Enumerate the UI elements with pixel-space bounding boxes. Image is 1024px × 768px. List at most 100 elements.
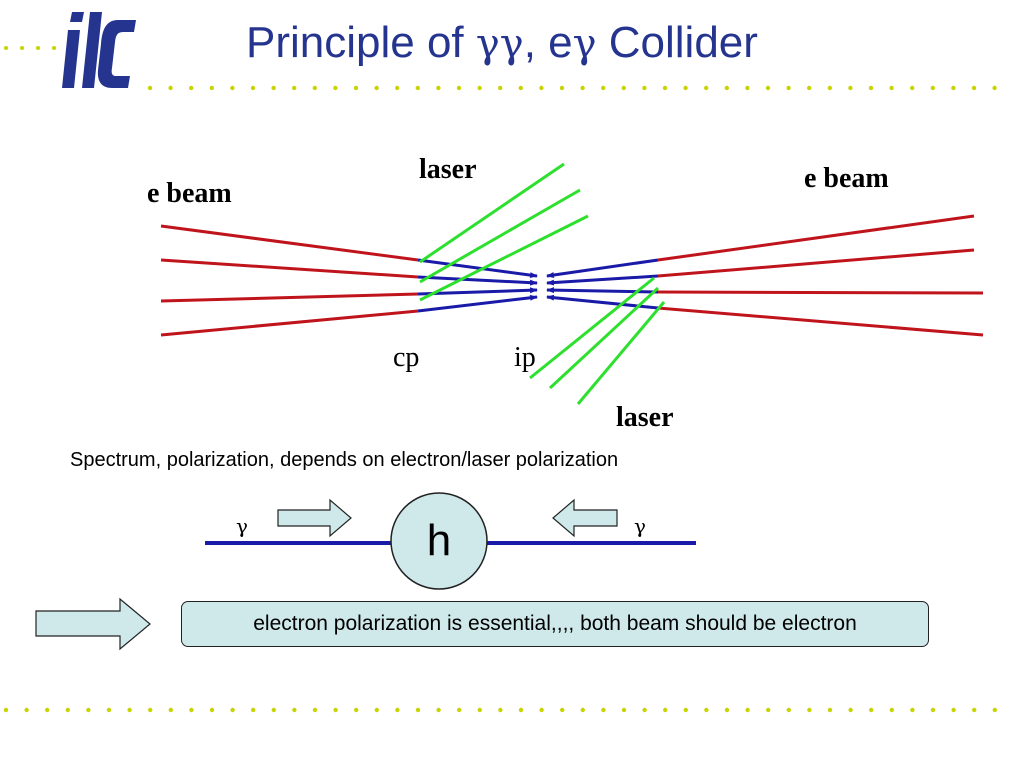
header-dot [374,85,379,91]
header-dot [827,85,832,91]
higgs-circle [390,492,488,590]
e-beam-right-label: e beam [804,163,889,194]
callout-arrow-icon [35,597,151,651]
footer-dot [539,707,544,713]
gamma-left-label: γ [236,514,248,538]
footer-dot [642,707,647,713]
footer-dot [560,707,565,713]
spectrum-note: Spectrum, polarization, depends on elect… [70,449,619,471]
footer-dot [415,707,421,713]
footer-dot [724,707,730,713]
photon-arrow-left-icon [552,498,618,538]
header-dot [147,85,153,91]
header-dot [601,85,606,91]
title-prefix: Principle of [246,18,476,67]
header-dot [580,85,585,91]
footer-dot [333,707,338,713]
footer-dot [106,707,112,713]
header-dot [312,85,317,91]
header-dot [662,85,668,91]
header-dot [250,85,256,91]
page-title: Principle of γγ, eγ Collider [246,18,758,68]
gamma-right-label: γ [634,514,646,538]
footer-dot [786,707,791,713]
footer-dot [683,707,688,713]
header-dot [889,85,894,91]
top-dotted-line [4,46,56,50]
header-dot [930,85,935,91]
header-dot [477,85,482,91]
header-dot [518,85,523,91]
title-gamma-gamma: γγ [475,21,524,67]
header-dot [848,85,853,91]
header-dot [209,85,214,91]
header-dot [292,85,297,91]
header-dot [456,85,462,91]
footer-dot [972,707,977,713]
header-dot [642,85,647,91]
footer-dot [395,707,400,713]
footer-dot [518,707,524,713]
footer-dot [127,707,132,713]
footer-dot [189,707,194,713]
header-dot [353,85,359,91]
title-suffix: Collider [596,18,758,67]
header-dot [621,85,626,91]
photon-beams [417,258,659,313]
footer-dot [312,707,318,713]
footer-dot [910,707,915,713]
header-dot [168,85,173,91]
footer-dot [168,707,173,713]
footer-dot [3,707,9,713]
higgs-label: h [426,516,452,565]
electron-beams [160,214,984,337]
footer-dot [457,707,462,713]
laser-top-label: laser [419,154,477,185]
footer-dot [148,707,153,713]
ilc-logo [62,12,136,88]
header-dot [559,85,565,91]
footer-dot [601,707,606,713]
laser-beams-top [419,162,589,302]
footer-dot [498,707,503,713]
header-dot [868,85,874,91]
header-dot [498,85,503,91]
footer-dot [292,707,297,713]
title-sep: , e [523,18,573,67]
header-dot [807,85,812,91]
footer-dot [807,707,812,713]
laser-beams-bottom [529,276,666,405]
footer-dot [745,707,750,713]
footer-dot [251,707,256,713]
header-dot [992,85,997,91]
header-dot [333,85,338,91]
photon-arrow-right-icon [277,498,352,538]
callout-message: electron polarization is essential,,,, b… [253,612,857,635]
header-dot [395,85,400,91]
footer-dot [663,707,668,713]
header-dot [415,85,420,91]
header-dot [189,85,194,91]
header-dot [724,85,729,91]
footer-dot [766,707,771,713]
header-dot [951,85,956,91]
header-dot [745,85,750,91]
footer-dot [477,707,482,713]
footer-dot [24,707,29,713]
header-dot [271,85,276,91]
header-dot [683,85,688,91]
laser-bottom-label: laser [616,402,674,433]
header-dot [910,85,915,91]
footer-dot [86,707,91,713]
header-dot [971,85,977,91]
header-dot [436,85,441,91]
title-gamma: γ [572,21,597,67]
footer-dot [621,707,627,713]
footer-dot [374,707,379,713]
footer-dot [354,707,359,713]
footer-dot [271,707,276,713]
footer-dot [436,707,441,713]
footer-dot [827,707,833,713]
